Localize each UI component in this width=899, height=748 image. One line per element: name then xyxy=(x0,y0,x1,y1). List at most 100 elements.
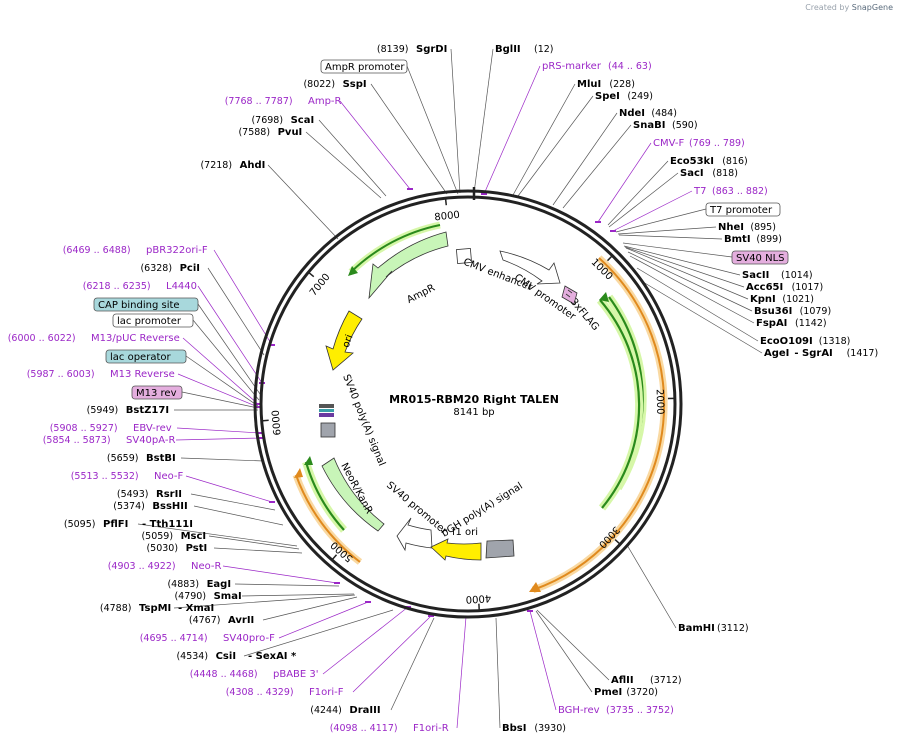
label-psti[interactable]: (5030)PstI xyxy=(146,543,207,554)
label-m13-reverse[interactable]: (5987 .. 6003)M13 Reverse xyxy=(27,369,175,380)
label-saci[interactable]: SacI(818) xyxy=(680,168,738,179)
label-bsshii[interactable]: (5374)BssHII xyxy=(113,501,187,512)
l4440-name: L4440 xyxy=(166,281,197,292)
label-sv40-nls[interactable]: SV40 NLS xyxy=(731,250,789,265)
label-sgrdi[interactable]: (8139)SgrDI xyxy=(377,44,447,55)
label-rsrii[interactable]: (5493)RsrII xyxy=(117,489,182,500)
psti-name: PstI xyxy=(186,543,208,554)
afiii-name: AflII xyxy=(611,675,634,686)
tick-label-2000: 2000 xyxy=(654,389,666,415)
label-f1ori-f[interactable]: (4308 .. 4329)F1ori-F xyxy=(226,687,344,698)
draiii-position: (4244) xyxy=(310,705,342,716)
label-neo-f[interactable]: (5513 .. 5532)Neo-F xyxy=(71,471,184,482)
label-t7[interactable]: T7(863 .. 882) xyxy=(693,186,768,197)
label-afiii[interactable]: AflII(3712) xyxy=(611,675,682,686)
label-pflfi[interactable]: (5095)PflFI xyxy=(64,519,128,530)
label-tth111i[interactable]: - Tth111I xyxy=(142,519,193,530)
label-bglii[interactable]: BglII(12) xyxy=(495,44,554,55)
label-m13-rev[interactable]: M13 rev xyxy=(131,385,183,400)
eagi-position: (4883) xyxy=(167,579,199,590)
label-kpni[interactable]: KpnI(1021) xyxy=(750,294,814,305)
label-cap-binding-site[interactable]: CAP binding site xyxy=(93,297,199,312)
mlui-position: (228) xyxy=(609,79,635,90)
label-bamhi[interactable]: BamHI(3112) xyxy=(678,623,749,634)
label-pvui[interactable]: (7588)PvuI xyxy=(238,127,302,138)
ecoo109i-position: (1318) xyxy=(819,336,851,347)
bstz17i-position: (5949) xyxy=(87,405,119,416)
label-sv40pro-f[interactable]: (4695 .. 4714)SV40pro-F xyxy=(140,633,275,644)
saci-position: (818) xyxy=(712,168,738,179)
label-ebv-rev[interactable]: (5908 .. 5927)EBV-rev xyxy=(50,423,172,434)
credit-brand: SnapGene xyxy=(851,3,893,12)
label-avrii[interactable]: (4767)AvrII xyxy=(189,615,254,626)
label-t7-promoter[interactable]: T7 promoter xyxy=(705,202,781,217)
label-l4440[interactable]: (6218 .. 6235)L4440 xyxy=(83,281,197,292)
label-bsu36i[interactable]: Bsu36I(1079) xyxy=(754,306,831,317)
sgrdi-position: (8139) xyxy=(377,44,409,55)
label-ampr-promoter[interactable]: AmpR promoter xyxy=(320,59,408,74)
label-tspmi[interactable]: (4788)TspMI xyxy=(100,603,171,614)
tick-label-1000: 1000 xyxy=(589,257,615,283)
label-csii[interactable]: (4534)CsiI xyxy=(176,651,236,662)
m13-puc-reverse-position: (6000 .. 6022) xyxy=(8,333,76,344)
label-mlui[interactable]: MluI(228) xyxy=(577,79,635,90)
label-ndei[interactable]: NdeI(484) xyxy=(619,108,677,119)
pvui-position: (7588) xyxy=(238,127,270,138)
label-scai[interactable]: (7698)ScaI xyxy=(251,115,314,126)
label-agei[interactable]: AgeI xyxy=(764,348,789,359)
label-acc65i[interactable]: Acc65I(1017) xyxy=(746,282,823,293)
acc65i-name: Acc65I xyxy=(746,282,783,293)
label-sacii[interactable]: SacII(1014) xyxy=(742,270,813,281)
label-pbabe3[interactable]: (4448 .. 4468)pBABE 3' xyxy=(190,669,319,680)
bsshii-position: (5374) xyxy=(113,501,145,512)
label-amp-r[interactable]: (7768 .. 7787)Amp-R xyxy=(225,96,342,107)
pbabe3-name: pBABE 3' xyxy=(273,669,319,680)
tick-label-4000: 4000 xyxy=(465,592,491,604)
label-sexai[interactable]: - SexAI * xyxy=(248,651,297,662)
label-snabi[interactable]: SnaBI(590) xyxy=(633,120,698,131)
lac-operator-feature xyxy=(320,422,336,438)
label-fspai[interactable]: FspAI(1142) xyxy=(756,318,827,329)
label-ahdi[interactable]: (7218)AhdI xyxy=(200,160,265,171)
label-m13-puc-reverse[interactable]: (6000 .. 6022) M13/pUC Reverse xyxy=(8,333,180,344)
label-xmai[interactable]: - XmaI xyxy=(178,603,214,614)
smai-name: SmaI xyxy=(214,591,242,602)
sv40-promoter-feature xyxy=(396,517,433,552)
label-pcii[interactable]: (6328)PciI xyxy=(140,263,200,274)
snapgene-credit: Created by SnapGene xyxy=(805,3,893,12)
ahdi-name: AhdI xyxy=(240,160,266,171)
label-spei[interactable]: SpeI(249) xyxy=(595,91,653,102)
m13-puc-reverse-name: M13/pUC Reverse xyxy=(91,333,180,344)
bgh-polya-feature xyxy=(485,539,515,559)
cds-inner-green-glow xyxy=(596,297,644,511)
ori-label: ori xyxy=(341,333,356,349)
label-draiii[interactable]: (4244)DraIII xyxy=(310,705,380,716)
label-cmv-f[interactable]: CMV-F(769 .. 789) xyxy=(653,138,745,149)
label-neo-r[interactable]: (4903 .. 4922)Neo-R xyxy=(108,561,222,572)
cmv-enhancer-feature xyxy=(499,250,561,285)
label-ecoo109i[interactable]: EcoO109I(1318) xyxy=(760,336,850,347)
label-eco53ki[interactable]: Eco53kI(816) xyxy=(670,156,748,167)
label-lac-operator[interactable]: lac operator xyxy=(105,349,187,364)
label-bstz17i[interactable]: (5949)BstZ17I xyxy=(87,405,169,416)
neo-green xyxy=(304,461,345,531)
label-eagi[interactable]: (4883)EagI xyxy=(167,579,231,590)
label-lac-promoter[interactable]: lac promoter xyxy=(112,313,194,328)
label-msci[interactable]: (5059)MscI xyxy=(141,531,206,542)
tick-mark xyxy=(614,538,621,545)
label-nhei[interactable]: NheI(895) xyxy=(718,222,776,233)
label-bstbi[interactable]: (5659)BstBI xyxy=(107,453,176,464)
label-bmti[interactable]: BmtI(899) xyxy=(724,234,782,245)
label-smai[interactable]: (4790)SmaI xyxy=(174,591,241,602)
label-sspi[interactable]: (8022)SspI xyxy=(303,79,366,90)
label-f1ori-r[interactable]: (4098 .. 4117)F1ori-R xyxy=(330,723,449,734)
label-bgh-rev[interactable]: BGH-rev(3735 .. 3752) xyxy=(558,705,674,716)
label-pbr322ori-f[interactable]: (6469 .. 6488)pBR322ori-F xyxy=(63,245,208,256)
label-prs-marker[interactable]: pRS-marker(44 .. 63) xyxy=(542,61,652,72)
label-bbsi[interactable]: BbsI(3930) xyxy=(502,723,566,734)
t7-promoter-name: T7 promoter xyxy=(709,205,773,216)
label-sv40pa-r[interactable]: (5854 .. 5873)SV40pA-R xyxy=(43,435,176,446)
label-sgrai[interactable]: - SgrAI(1417) xyxy=(794,348,878,359)
label-pmei[interactable]: PmeI(3720) xyxy=(594,687,658,698)
